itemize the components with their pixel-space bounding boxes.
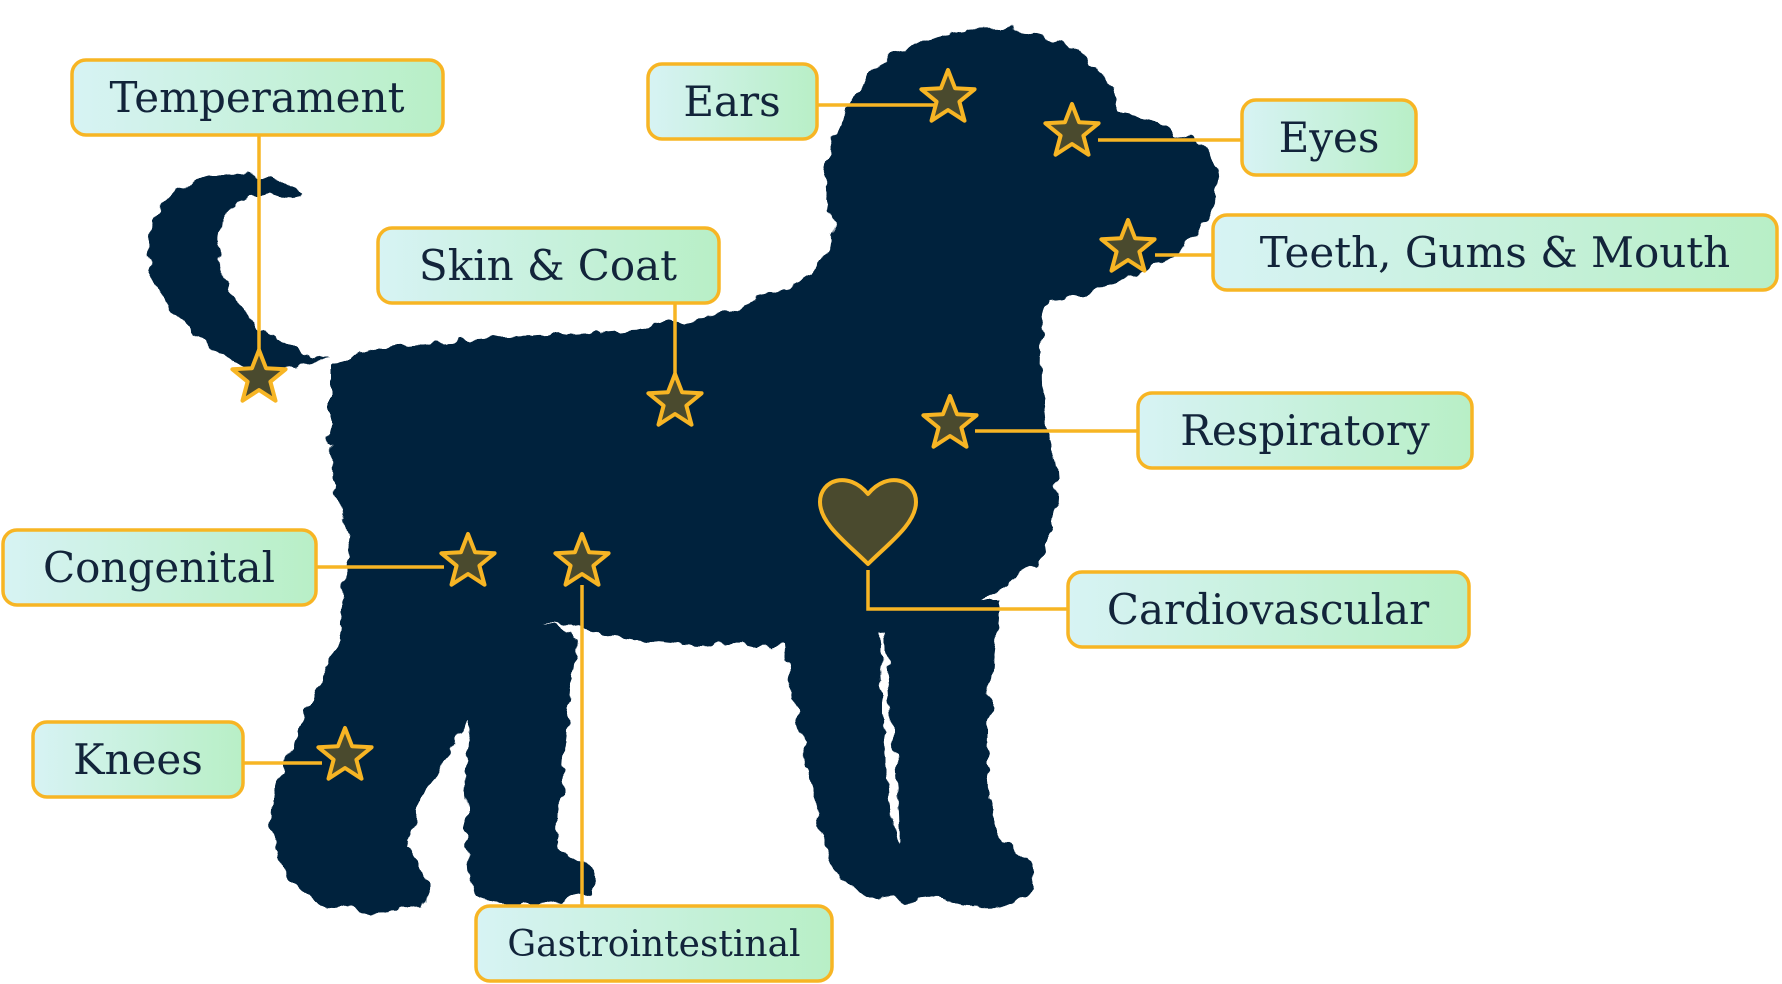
label-respiratory: Respiratory [1136,391,1474,470]
label-teeth-gums-mouth: Teeth, Gums & Mouth [1211,213,1779,292]
label-eyes-text: Eyes [1279,113,1380,162]
chest-star-icon [921,394,979,449]
label-knees: Knees [31,720,245,799]
label-respiratory-text: Respiratory [1180,406,1430,455]
label-congenital: Congenital [1,528,318,607]
marker-group [230,68,1157,781]
eyes-star-icon [1043,102,1101,157]
heart-icon [818,478,918,566]
label-ears: Ears [646,62,819,141]
mouth-star-icon [1099,218,1157,273]
label-teeth-gums-mouth-text: Teeth, Gums & Mouth [1260,228,1730,277]
ears-star-icon [919,68,977,123]
hip-star-icon [439,532,497,587]
label-ears-text: Ears [683,77,780,126]
label-skin-coat-text: Skin & Coat [419,241,677,290]
tail-star-icon [230,348,288,403]
dog-silhouette [147,29,1218,913]
label-cardiovascular-text: Cardiovascular [1107,585,1430,634]
label-skin-coat: Skin & Coat [376,226,721,305]
label-congenital-text: Congenital [43,543,275,592]
label-eyes: Eyes [1240,98,1418,177]
label-temperament-text: Temperament [110,73,405,122]
belly-star-icon [553,532,611,587]
connector-lines [243,103,1242,906]
back-star-icon [646,372,704,427]
label-gastrointestinal-text: Gastrointestinal [507,924,800,965]
label-temperament: Temperament [70,58,445,137]
cardiovascular-connector [866,570,1068,611]
label-gastrointestinal: Gastrointestinal [474,904,834,983]
knee-star-icon [316,726,374,781]
label-cardiovascular: Cardiovascular [1066,570,1471,649]
label-knees-text: Knees [73,735,203,784]
